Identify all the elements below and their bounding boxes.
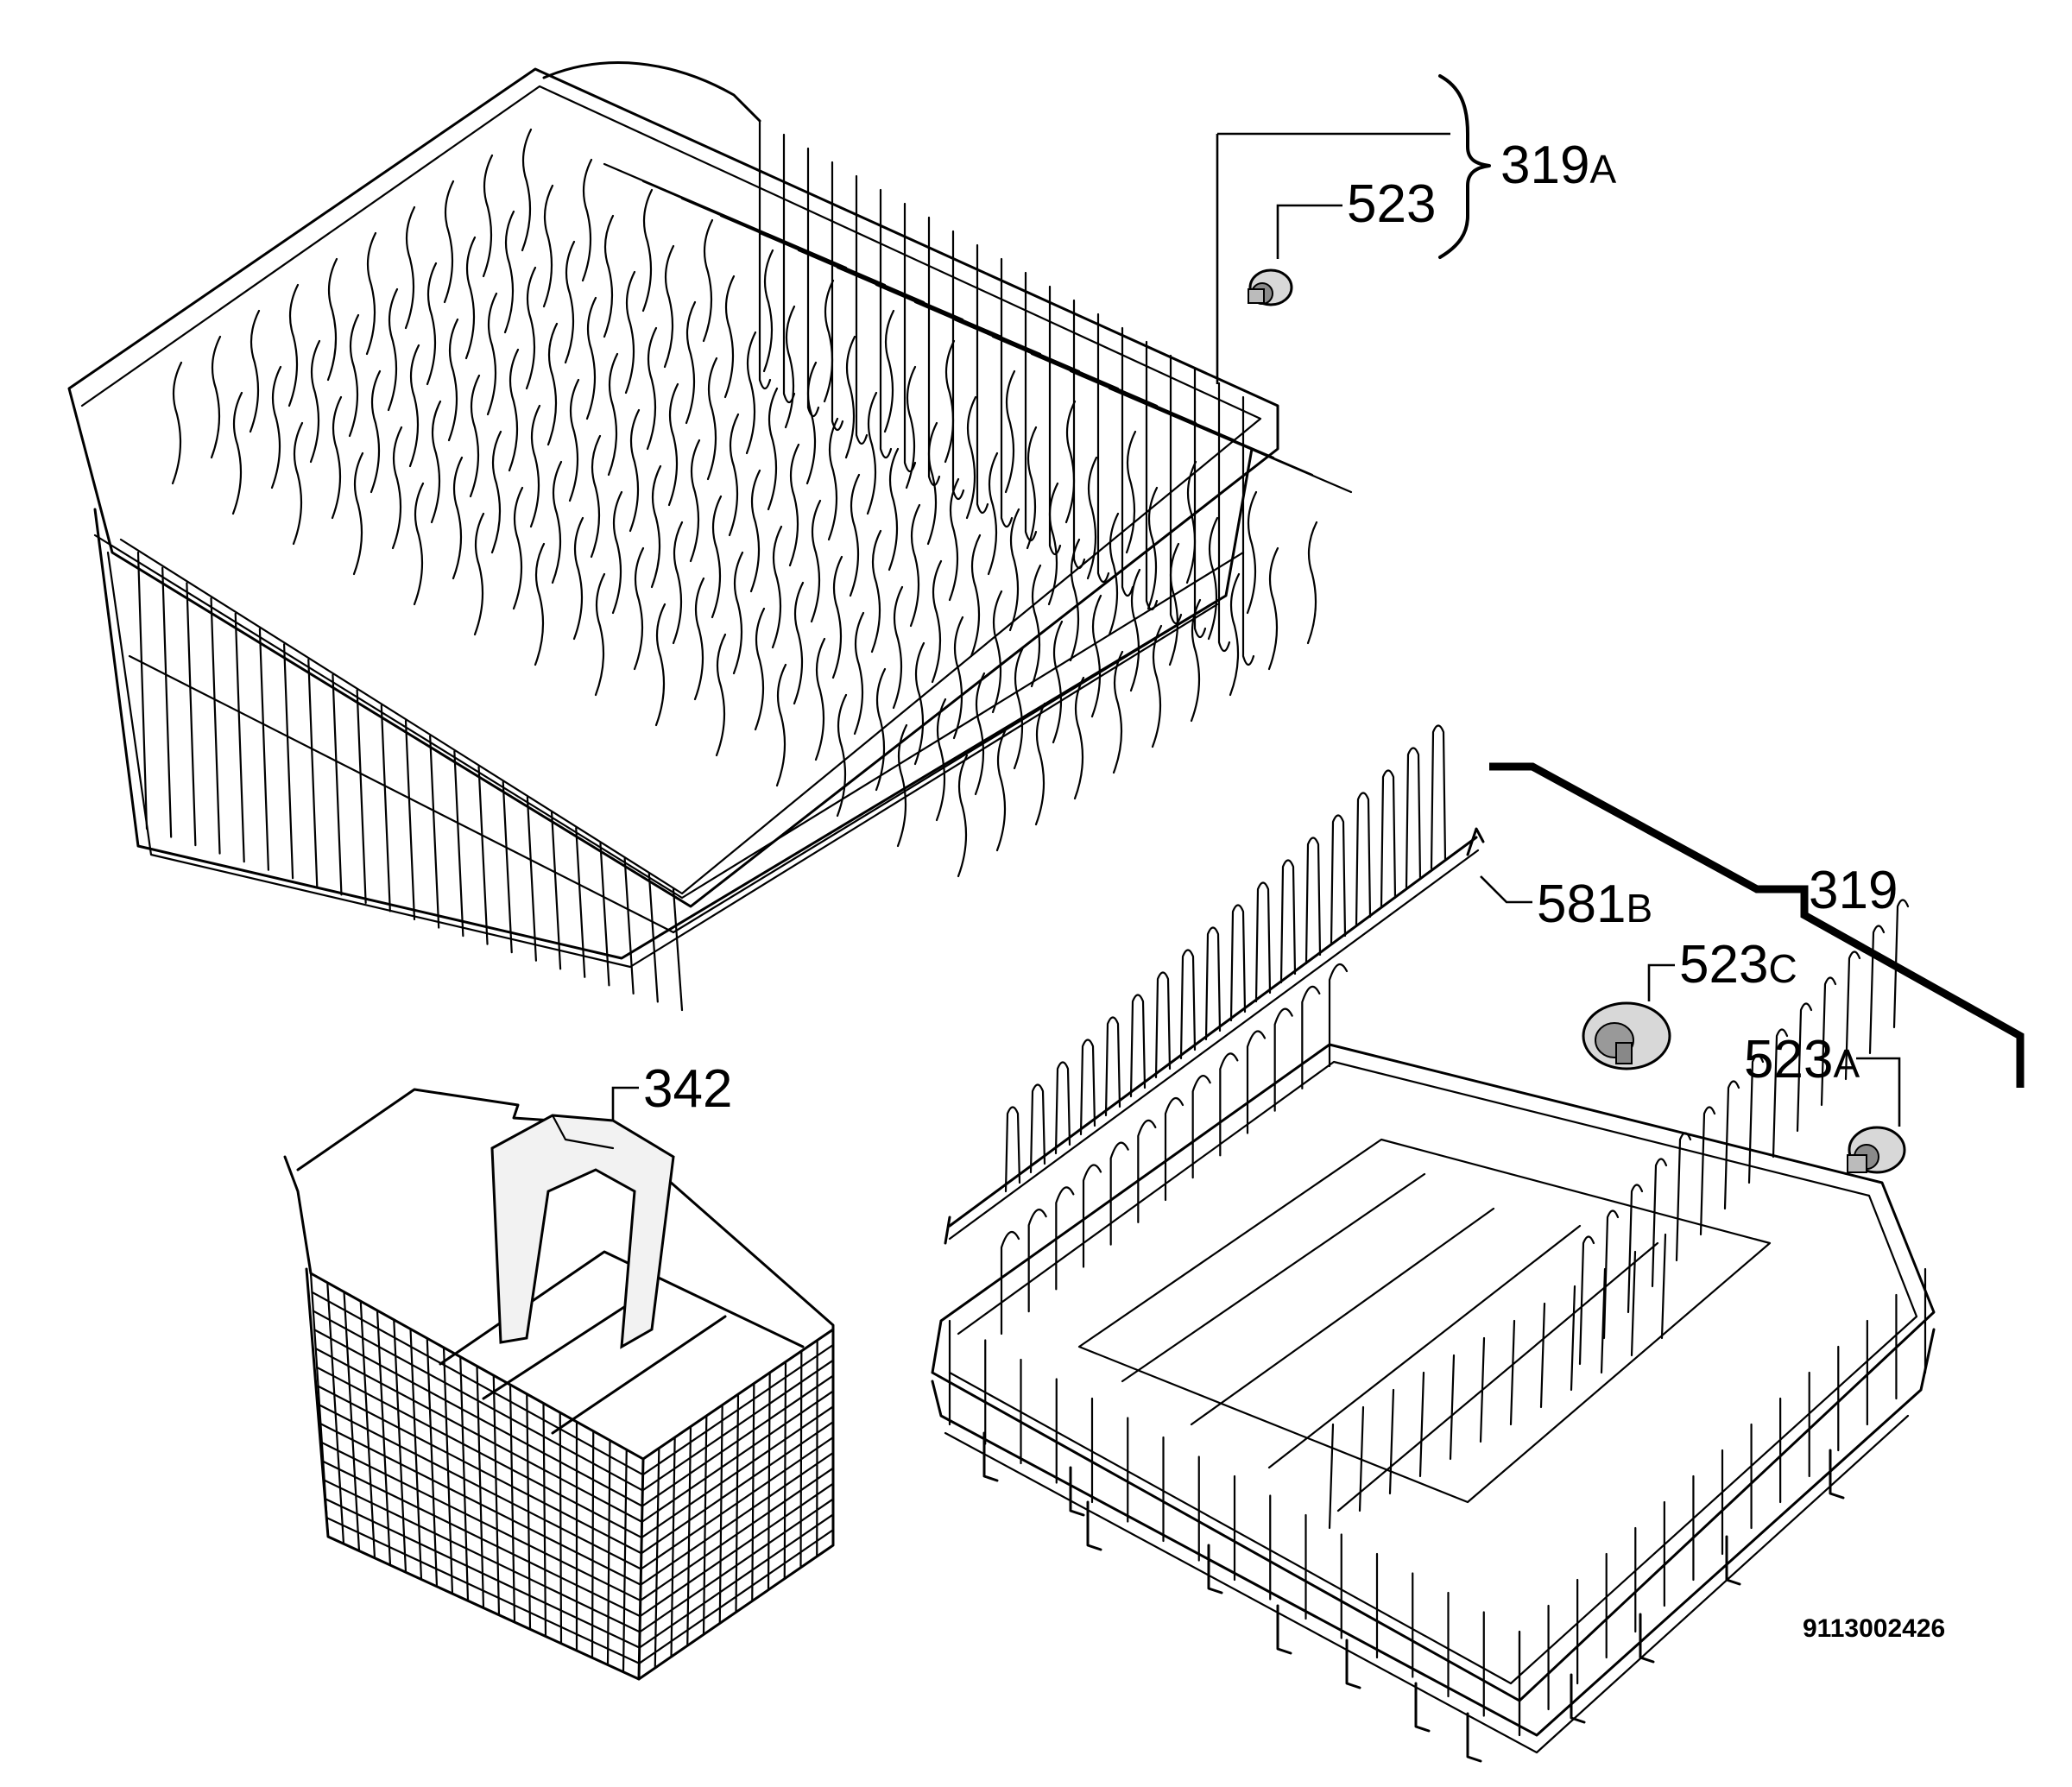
callout-523c: 523C [1679,935,1797,995]
lower-wire-basket [931,899,1936,1763]
basket-wheel-icon [1847,1057,1906,1174]
callout-342: 342 [643,1059,732,1119]
cutlery-basket [283,1086,835,1681]
upper-wire-basket [67,61,1353,1012]
drawing-number: 9113002426 [1803,1614,1945,1643]
basket-wheel-icon [1582,963,1675,1070]
callout-bracket-319a [1216,74,1491,384]
basket-wheel-icon [1248,204,1342,306]
plate-rack-insert [944,724,1532,1245]
callout-523a: 523A [1744,1030,1860,1089]
callout-319a: 319A [1500,136,1616,195]
callout-319: 319 [1809,861,1898,920]
callout-581b: 581B [1537,875,1652,934]
callout-523: 523 [1347,174,1436,234]
callout-line-319 [1489,762,2025,1088]
